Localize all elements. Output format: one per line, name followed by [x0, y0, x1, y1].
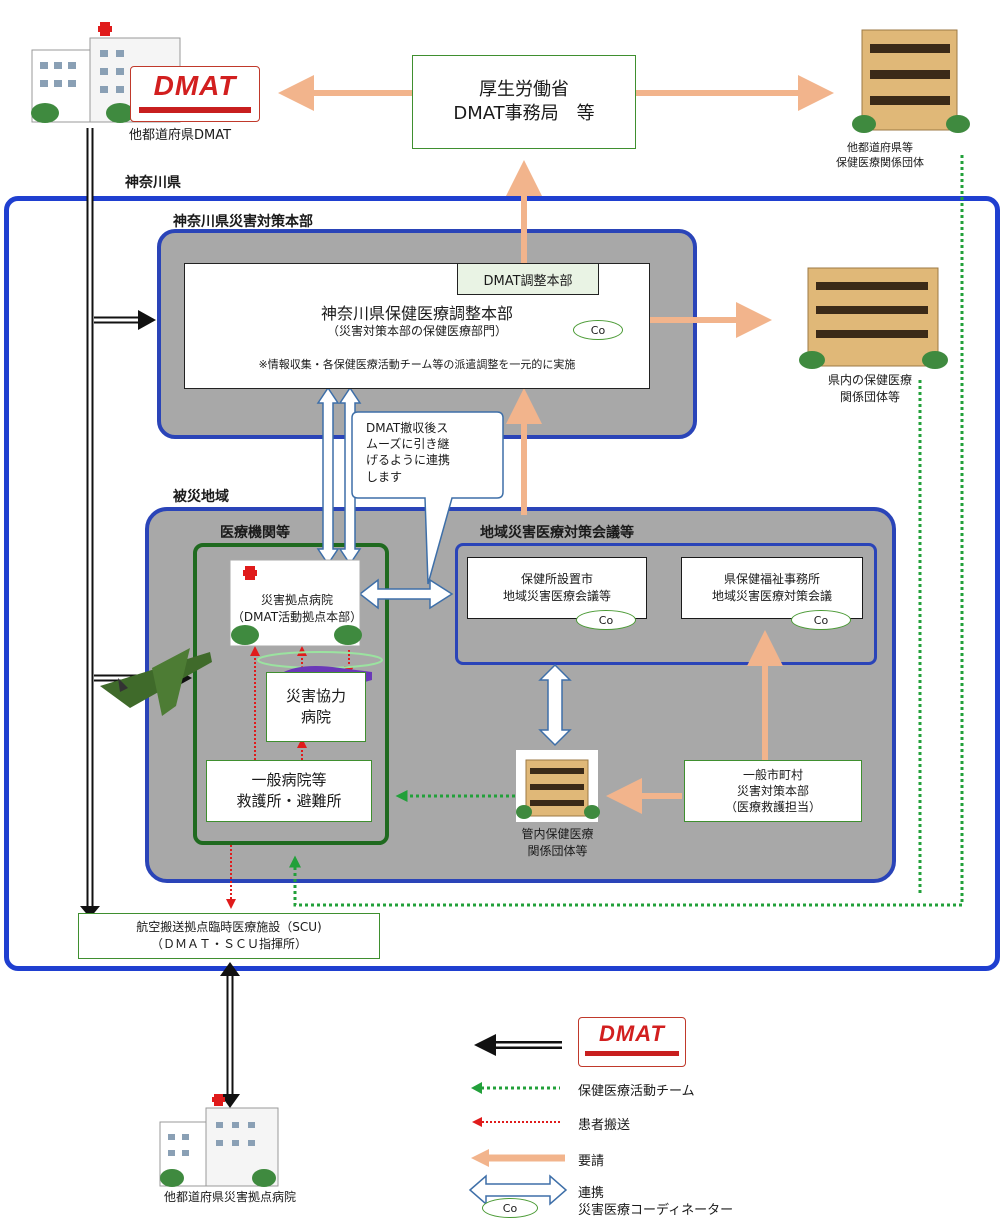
organization-building-local: [516, 750, 600, 822]
request-arrows: [278, 75, 834, 814]
dmat-coordination-hq-label: DMAT調整本部: [483, 273, 573, 289]
mhlw-line2: DMAT事務局 等: [453, 103, 595, 124]
legend-graphics: [468, 1034, 568, 1206]
scu-box: 航空搬送拠点臨時医療施設（SCU) （ＤＭＡＴ・ＳＣＵ指揮所）: [78, 913, 380, 959]
pref-office-line2: 地域災害医療対策会議: [711, 589, 832, 603]
other-pref-health-label: 他都道府県等 保健医療関係団体: [795, 140, 965, 171]
legend-transport-label: 患者搬送: [578, 1118, 631, 1133]
disaster-area-label: 被災地域: [173, 489, 229, 505]
general-line1: 一般病院等: [251, 771, 327, 789]
dmat-logo-top-text: DMAT: [153, 70, 237, 101]
in-pref-health-line1: 県内の保健医療: [827, 373, 912, 387]
callout-text: DMAT撤収後ス ムーズに引き継 げるように連携 します: [366, 420, 500, 485]
medical-institutions-frame: [193, 543, 389, 845]
pref-office-box: 県保健福祉事務所 地域災害医療対策会議: [681, 557, 863, 619]
hospital-building-bottom: [159, 1094, 279, 1187]
city-council-line2: 地域災害医療会議等: [502, 589, 611, 603]
local-health-label: 管内保健医療 関係団体等: [495, 826, 620, 860]
mhlw-line1: 厚生労働省: [479, 78, 569, 100]
cooperating-line2: 病院: [300, 708, 331, 726]
medical-institutions-label: 医療機関等: [220, 525, 290, 541]
other-pref-health-line2: 保健医療関係団体: [836, 156, 924, 170]
in-pref-health-label: 県内の保健医療 関係団体等: [780, 372, 960, 407]
dmat-coordination-hq: DMAT調整本部: [457, 263, 599, 295]
coordinator-badge-hq: Co: [573, 320, 623, 340]
callout-bubble: [351, 411, 504, 585]
other-pref-dmat-label: 他都道府県DMAT: [128, 128, 232, 143]
base-hospital-line2: （DMAT活動拠点本部）: [231, 609, 363, 624]
dmat-logo-top-bar: [138, 107, 252, 113]
local-health-line2: 関係団体等: [527, 843, 588, 858]
airplane-icon: [100, 648, 212, 716]
municipality-line2: 災害対策本部: [736, 783, 809, 798]
general-line2: 救護所・避難所: [236, 792, 342, 810]
team-dotted-lines: [289, 155, 964, 907]
callout-line4: します: [366, 469, 403, 484]
transport-dotted-lines: [226, 646, 354, 909]
council-frame: [455, 543, 877, 665]
legend-team-label: 保健医療活動チーム: [578, 1084, 695, 1099]
legend-coordinator-label: 災害医療コーディネーター: [578, 1203, 734, 1218]
council-label: 地域災害医療対策会議等: [480, 525, 634, 541]
callout-line1: DMAT撤収後ス: [366, 421, 449, 435]
dmat-logo-legend-text: DMAT: [599, 1021, 665, 1046]
city-council-box: 保健所設置市 地域災害医療会議等: [467, 557, 647, 619]
dmat-logo-legend: DMAT: [578, 1017, 686, 1067]
organization-building-pref: [799, 267, 948, 369]
hospital-building-base: [229, 559, 362, 647]
organization-building-top-right: [852, 29, 970, 133]
local-health-line1: 管内保健医療: [521, 827, 594, 841]
callout-line3: げるように連携: [366, 453, 451, 468]
cooperating-hospital-box: 災害協力 病院: [266, 672, 366, 742]
municipality-line3: （医療救護担当）: [724, 800, 821, 815]
callout-line2: ムーズに引き継: [366, 437, 450, 452]
coordinator-badge-city: Co: [576, 610, 636, 630]
dmat-logo-legend-bar: [585, 1051, 679, 1056]
city-council-line1: 保健所設置市: [520, 571, 593, 586]
legend-coordinator-badge: Co: [482, 1198, 538, 1218]
coordination-hq-note: ※情報収集・各保健医療活動チーム等の派遣調整を一元的に実施: [258, 358, 576, 371]
base-hospital-label: 災害拠点病院 （DMAT活動拠点本部）: [222, 592, 372, 626]
kanagawa-outer-frame: [4, 196, 1000, 971]
municipality-line1: 一般市町村: [742, 767, 803, 782]
coordinator-badge-pref: Co: [791, 610, 851, 630]
scu-line2: （ＤＭＡＴ・ＳＣＵ指揮所）: [150, 937, 307, 951]
pref-office-line1: 県保健福祉事務所: [723, 571, 820, 586]
cooperating-line1: 災害協力: [285, 687, 346, 705]
kanagawa-label: 神奈川県: [125, 175, 181, 191]
coordination-hq-subtitle: （災害対策本部の保健医療部門）: [326, 324, 507, 338]
other-pref-health-line1: 他都道府県等: [847, 141, 913, 154]
hq-label: 神奈川県災害対策本部: [173, 214, 313, 230]
in-pref-health-line2: 関係団体等: [839, 390, 900, 405]
municipality-box: 一般市町村 災害対策本部 （医療救護担当）: [684, 760, 862, 822]
general-hospital-box: 一般病院等 救護所・避難所: [206, 760, 372, 822]
dmat-logo-top: DMAT: [130, 66, 260, 122]
coordination-hq-title: 神奈川県保健医療調整本部: [320, 304, 513, 323]
scu-line1: 航空搬送拠点臨時医療施設（SCU): [136, 920, 322, 935]
mhlw-box: 厚生労働省 DMAT事務局 等: [412, 55, 636, 149]
legend-request-label: 要請: [578, 1154, 605, 1169]
base-hospital-line1: 災害拠点病院: [260, 593, 333, 607]
legend-cooperation-label: 連携: [578, 1186, 605, 1201]
other-pref-base-hospital-label: 他都道府県災害拠点病院: [163, 1190, 296, 1204]
